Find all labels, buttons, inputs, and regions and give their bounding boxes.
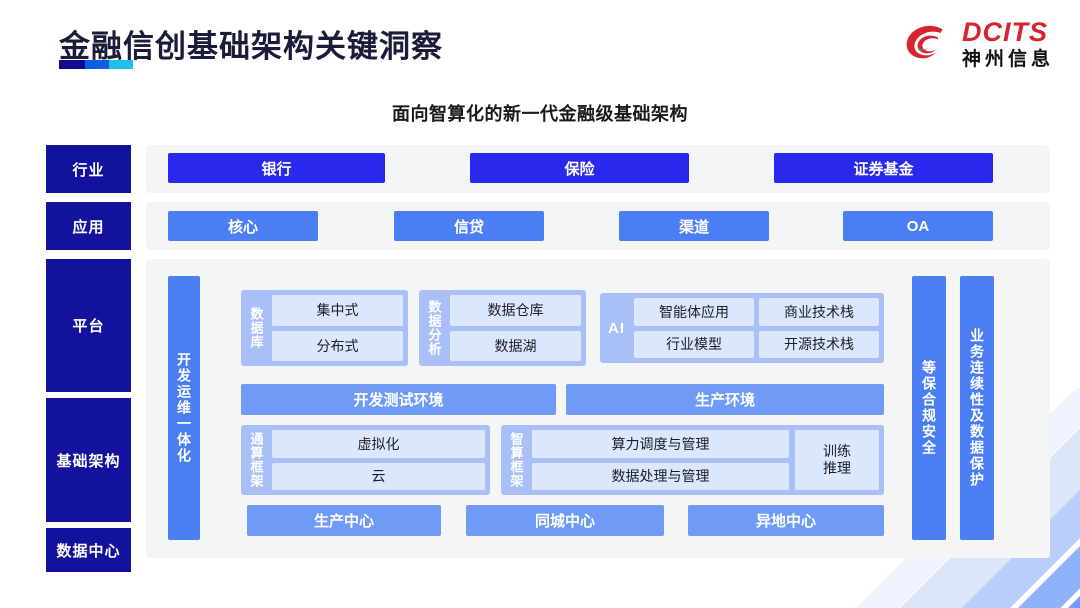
group-chip[interactable]: 算力调度与管理 xyxy=(532,430,789,458)
brand-logo: DCITS 神州信息 xyxy=(902,18,1054,70)
group-chip[interactable]: 数据处理与管理 xyxy=(532,462,789,490)
datacenter-box-production[interactable]: 生产中心 xyxy=(247,505,441,536)
box-label: 核心 xyxy=(227,218,258,236)
group-label: 数据库 xyxy=(248,307,264,349)
group-chip[interactable]: 虚拟化 xyxy=(272,430,485,458)
page-title: 金融信创基础架构关键洞察 xyxy=(59,29,443,64)
group-label: 通算框架 xyxy=(248,432,264,488)
industry-box-securities[interactable]: 证券基金 xyxy=(774,153,993,183)
box-label: 银行 xyxy=(261,160,292,178)
rail-label: 行业 xyxy=(72,161,105,179)
application-box-credit[interactable]: 信贷 xyxy=(394,211,544,241)
environment-band-production[interactable]: 生产环境 xyxy=(566,384,884,415)
datacenter-box-metro[interactable]: 同城中心 xyxy=(466,505,664,536)
group-label: 数据分析 xyxy=(426,300,442,356)
box-label: 异地中心 xyxy=(755,513,816,530)
box-label: 信贷 xyxy=(453,218,484,236)
rail-label: 基础架构 xyxy=(56,452,121,470)
devops-vertical-bar[interactable]: 开发运维一体化 xyxy=(168,276,200,540)
logo-text-cn: 神州信息 xyxy=(961,49,1054,70)
application-box-core[interactable]: 核心 xyxy=(168,211,318,241)
group-chip[interactable]: 商业技术栈 xyxy=(759,298,879,326)
datacenter-box-remote[interactable]: 异地中心 xyxy=(688,505,884,536)
rail-item-industry[interactable]: 行业 xyxy=(46,145,131,193)
swirl-logo-icon xyxy=(906,25,943,59)
box-label: 保险 xyxy=(564,160,595,178)
group-chip[interactable]: 云 xyxy=(272,462,485,490)
box-label: OA xyxy=(906,217,930,235)
box-label: 证券基金 xyxy=(853,160,914,178)
rail-label: 应用 xyxy=(72,218,105,236)
box-label: 等保合规安全 xyxy=(921,360,937,456)
application-box-channel[interactable]: 渠道 xyxy=(619,211,769,241)
box-label: 开发测试环境 xyxy=(353,392,444,409)
rail-item-datacenter[interactable]: 数据中心 xyxy=(46,528,131,572)
slide-header: 金融信创基础架构关键洞察 DCITS 神州信息 xyxy=(0,0,1080,92)
slide-subtitle: 面向智算化的新一代金融级基础架构 xyxy=(392,104,688,124)
right-column-compliance-security[interactable]: 等保合规安全 xyxy=(912,276,946,540)
group-label: 智算框架 xyxy=(508,432,524,488)
platform-group-ai[interactable]: AI 智能体应用 商业技术栈 行业模型 开源技术栈 xyxy=(600,293,884,363)
box-label: 业务连续性及数据保护 xyxy=(969,328,985,488)
rail-label: 平台 xyxy=(72,318,105,335)
rail-item-application[interactable]: 应用 xyxy=(46,202,131,250)
environment-band-dev-test[interactable]: 开发测试环境 xyxy=(241,384,556,415)
right-column-continuity-data-protection[interactable]: 业务连续性及数据保护 xyxy=(960,276,994,540)
box-label: 生产环境 xyxy=(694,392,755,409)
platform-group-database[interactable]: 数据库 集中式 分布式 xyxy=(241,290,408,366)
rail-label: 数据中心 xyxy=(56,542,121,560)
group-chip[interactable]: 集中式 xyxy=(272,295,403,326)
group-chip[interactable]: 数据仓库 xyxy=(450,295,581,326)
industry-box-insurance[interactable]: 保险 xyxy=(470,153,689,183)
title-accent-bar xyxy=(59,60,133,69)
platform-group-data-analysis[interactable]: 数据分析 数据仓库 数据湖 xyxy=(419,290,586,366)
rail-item-platform[interactable]: 平台 xyxy=(46,259,131,392)
group-chip[interactable]: 数据湖 xyxy=(450,330,581,361)
group-chip[interactable]: 开源技术栈 xyxy=(759,330,879,358)
box-label: 同城中心 xyxy=(534,513,595,530)
box-label: 开发运维一体化 xyxy=(176,352,192,464)
framework-group-intelligent-compute[interactable]: 智算框架 算力调度与管理 数据处理与管理 训练 推理 xyxy=(501,425,884,495)
group-chip[interactable]: 行业模型 xyxy=(634,330,754,358)
group-chip[interactable]: 智能体应用 xyxy=(634,298,754,326)
group-chip[interactable]: 分布式 xyxy=(272,330,403,361)
logo-text-en: DCITS xyxy=(961,17,1048,47)
rail-item-infrastructure[interactable]: 基础架构 xyxy=(46,398,131,522)
group-label: AI xyxy=(608,319,625,337)
framework-group-general-compute[interactable]: 通算框架 虚拟化 云 xyxy=(241,425,490,495)
box-label: 渠道 xyxy=(678,218,709,236)
industry-box-bank[interactable]: 银行 xyxy=(168,153,385,183)
box-label: 生产中心 xyxy=(313,513,374,530)
application-box-oa[interactable]: OA xyxy=(843,211,993,241)
group-chip-train-infer[interactable]: 训练 推理 xyxy=(795,430,879,490)
